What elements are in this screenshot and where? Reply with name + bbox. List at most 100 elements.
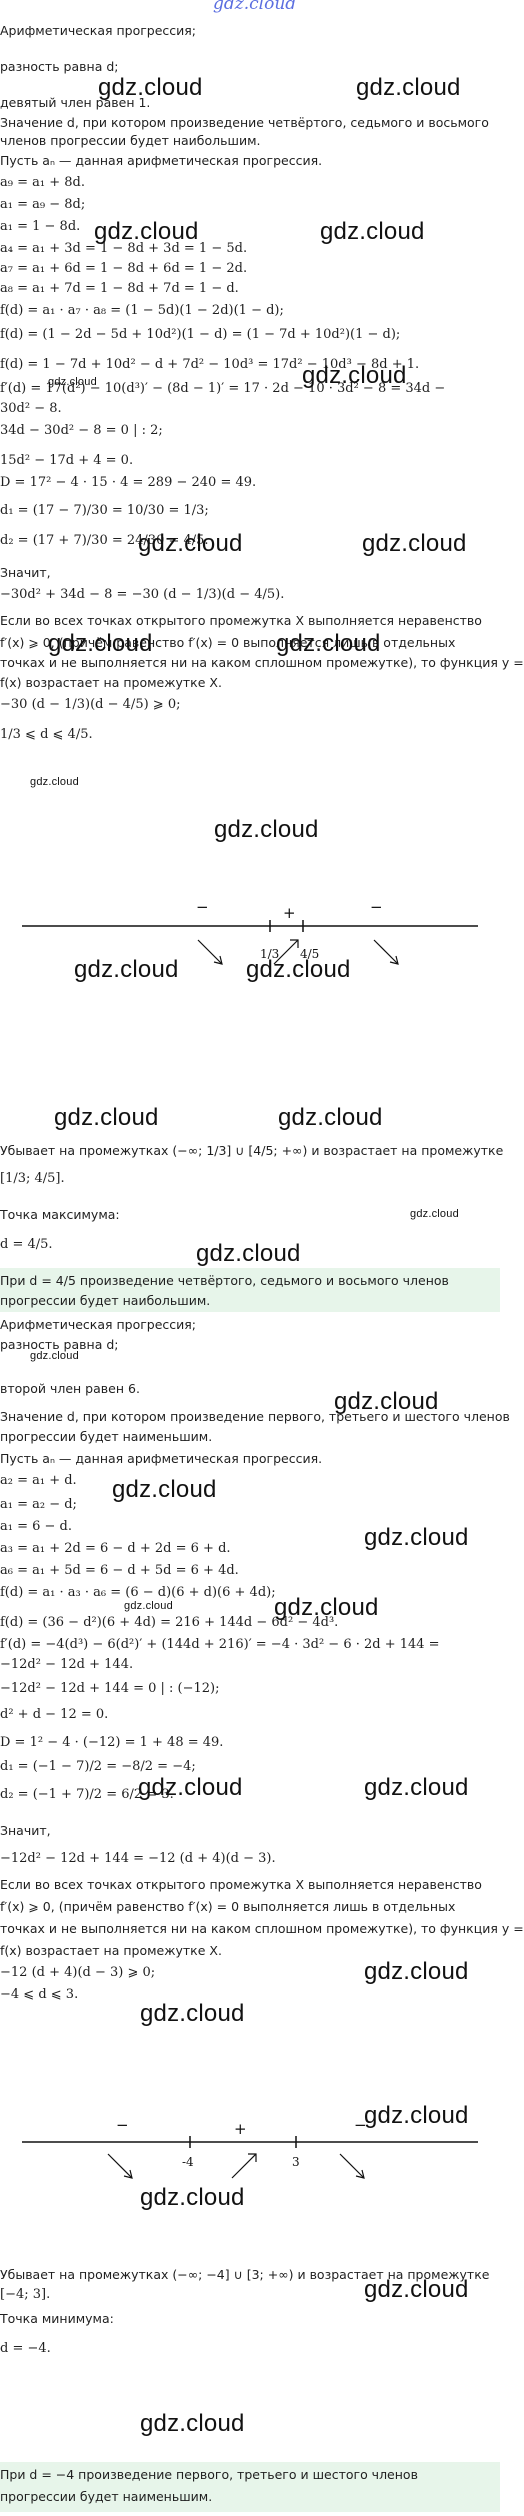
arrow-head <box>389 955 399 965</box>
math-line: f(d) = a₁ · a₃ · a₆ = (6 − d)(6 + d)(6 +… <box>0 1585 276 1600</box>
arrow-head <box>248 2153 257 2162</box>
watermark: gdz.cloud <box>274 1594 379 1621</box>
sign-plus: + <box>234 2120 247 2138</box>
math-line: −12 (d + 4)(d − 3) ⩾ 0; <box>0 1965 156 1980</box>
text-line: f(x) возрастает на промежутке X. <box>0 1943 222 1958</box>
math-line: −12d² − 12d + 144 = −12 (d + 4)(d − 3). <box>0 1851 276 1866</box>
arrow-down <box>107 2153 133 2179</box>
text-line: точках и не выполняется ни на каком спло… <box>0 1921 524 1936</box>
math-line: 15d² − 17d + 4 = 0. <box>0 453 134 468</box>
math-line: a₆ = a₁ + 5d = 6 − d + 5d = 6 + 4d. <box>0 1563 239 1578</box>
text-line: разность равна d; <box>0 59 119 74</box>
arrow-up <box>231 2153 257 2179</box>
math-line: d = 4/5. <box>0 1237 53 1252</box>
arrow-head <box>123 2169 133 2179</box>
watermark: gdz.cloud <box>138 530 243 557</box>
math-line: −30d² + 34d − 8 = −30 (d − 1/3)(d − 4/5)… <box>0 587 285 602</box>
arrow-head <box>290 939 299 948</box>
text-line: Значение d, при котором произведение пер… <box>0 1409 510 1424</box>
math-line: a₂ = a₁ + d. <box>0 1473 77 1488</box>
watermark: gdz.cloud <box>362 530 467 557</box>
math-line: −4 ⩽ d ⩽ 3. <box>0 1987 79 2002</box>
math-line: 34d − 30d² − 8 = 0 | : 2; <box>0 423 163 438</box>
text-line: f′(x) ⩾ 0, (причём равенство f′(x) = 0 в… <box>0 1899 456 1914</box>
watermark: gdz.cloud <box>410 1208 459 1220</box>
answer-line: При d = −4 произведение первого, третьег… <box>0 2467 418 2482</box>
watermark: gdz.cloud <box>364 1524 469 1551</box>
text-line: Значение d, при котором произведение чет… <box>0 115 489 130</box>
math-line: a₉ = a₁ + 8d. <box>0 175 85 190</box>
sign-minus: − <box>116 2116 129 2134</box>
text-line: Убывает на промежутках (−∞; 1/3] ∪ [4/5;… <box>0 1143 504 1158</box>
math-line: d₁ = (−1 − 7)/2 = −8/2 = −4; <box>0 1759 196 1774</box>
answer-line: При d = 4/5 произведение четвёртого, сед… <box>0 1273 449 1288</box>
watermark: gdz.cloud <box>30 776 79 788</box>
math-line: a₁ = a₂ − d; <box>0 1497 77 1512</box>
math-line: −12d² − 12d + 144 = 0 | : (−12); <box>0 1681 220 1696</box>
sign-minus: − <box>196 898 209 916</box>
math-line: f(d) = a₁ · a₇ · a₈ = (1 − 5d)(1 − 2d)(1… <box>0 303 284 318</box>
math-line: d₂ = (−1 + 7)/2 = 6/2 = 3. <box>0 1787 174 1802</box>
math-line: [−4; 3]. <box>0 2287 51 2302</box>
math-line: a₁ = a₉ − 8d; <box>0 197 86 212</box>
text-line: разность равна d; <box>0 1337 119 1352</box>
math-line: d₂ = (17 + 7)/30 = 24/30 = 4/5. <box>0 533 209 548</box>
text-line: прогрессии будет наименьшим. <box>0 1429 213 1444</box>
math-line: d₁ = (17 − 7)/30 = 10/30 = 1/3; <box>0 503 209 518</box>
text-line: Если во всех точках открытого промежутка… <box>0 613 482 628</box>
watermark: gdz.cloud <box>138 1774 243 1801</box>
sign-minus: − <box>370 898 383 916</box>
text-line: точках и не выполняется ни на каком спло… <box>0 655 524 670</box>
watermark: gdz.cloud <box>364 2276 469 2303</box>
text-line: Точка минимума: <box>0 2311 114 2326</box>
watermark: gdz.cloud <box>356 74 461 101</box>
answer-box: При d = −4 произведение первого, третьег… <box>0 2462 500 2512</box>
watermark: gdz.cloud <box>302 362 407 389</box>
watermark: gdz.cloud <box>54 1104 159 1131</box>
answer-line: прогрессии будет наибольшим. <box>0 1293 211 1308</box>
math-line: −30 (d − 1/3)(d − 4/5) ⩾ 0; <box>0 697 181 712</box>
watermark: gdz.cloud <box>94 218 199 245</box>
watermark: gdz.cloud <box>124 1600 173 1612</box>
watermark: gdz.cloud <box>48 630 153 657</box>
watermark: gdz.cloud <box>364 2102 469 2129</box>
watermark: gdz.cloud <box>214 816 319 843</box>
sign-minus: − <box>354 2116 367 2134</box>
answer-box: При d = 4/5 произведение четвёртого, сед… <box>0 1268 500 1312</box>
watermark: gdz.cloud <box>48 376 97 388</box>
math-line: a₇ = a₁ + 6d = 1 − 8d + 6d = 1 − 2d. <box>0 261 248 276</box>
watermark: gdz.cloud <box>112 1476 217 1503</box>
text-line: Арифметическая прогрессия; <box>0 23 197 38</box>
watermark: gdz.cloud <box>320 218 425 245</box>
watermark: gdz.cloud <box>140 2000 245 2027</box>
number-line-2: − + − -4 3 <box>22 2116 478 2179</box>
tick-label: 1/3 <box>260 947 279 961</box>
arrow-head <box>213 955 223 965</box>
math-line: f(d) = (36 − d²)(6 + 4d) = 216 + 144d − … <box>0 1615 339 1630</box>
number-line-1: − + − 1/3 4/5 <box>22 898 478 965</box>
math-line: f′(d) = −4(d³) − 6(d²)′ + (144d + 216)′ … <box>0 1637 440 1652</box>
math-line: d = −4. <box>0 2341 51 2356</box>
answer-line: прогрессии будет наименьшим. <box>0 2489 213 2504</box>
watermark: gdz.cloud <box>98 74 203 101</box>
watermark: gdz.cloud <box>276 630 381 657</box>
text-line: второй член равен 6. <box>0 1381 140 1396</box>
math-line: a₈ = a₁ + 7d = 1 − 8d + 7d = 1 − d. <box>0 281 239 296</box>
math-line: D = 17² − 4 · 15 · 4 = 289 − 240 = 49. <box>0 475 257 490</box>
watermark: gdz.cloud <box>278 1104 383 1131</box>
math-line: a₃ = a₁ + 2d = 6 − d + 2d = 6 + d. <box>0 1541 231 1556</box>
watermark-top: gdz.cloud <box>213 0 297 14</box>
watermark: gdz.cloud <box>334 1388 439 1415</box>
text-line: Пусть aₙ — данная арифметическая прогрес… <box>0 1451 323 1466</box>
text-line: Значит, <box>0 565 51 580</box>
watermark: gdz.cloud <box>364 1774 469 1801</box>
text-line: девятый член равен 1. <box>0 95 151 110</box>
arrow-down <box>373 939 399 965</box>
watermark: gdz.cloud <box>196 1240 301 1267</box>
math-line: f′(d) = 17(d²) − 10(d³)′ − (8d − 1)′ = 1… <box>0 381 446 396</box>
watermark: gdz.cloud <box>30 1350 79 1362</box>
arrow-head <box>355 2169 365 2179</box>
math-line: 1/3 ⩽ d ⩽ 4/5. <box>0 727 93 742</box>
watermark: gdz.cloud <box>246 956 351 983</box>
math-line: f(d) = 1 − 7d + 10d² − d + 7d² − 10d³ = … <box>0 357 420 372</box>
